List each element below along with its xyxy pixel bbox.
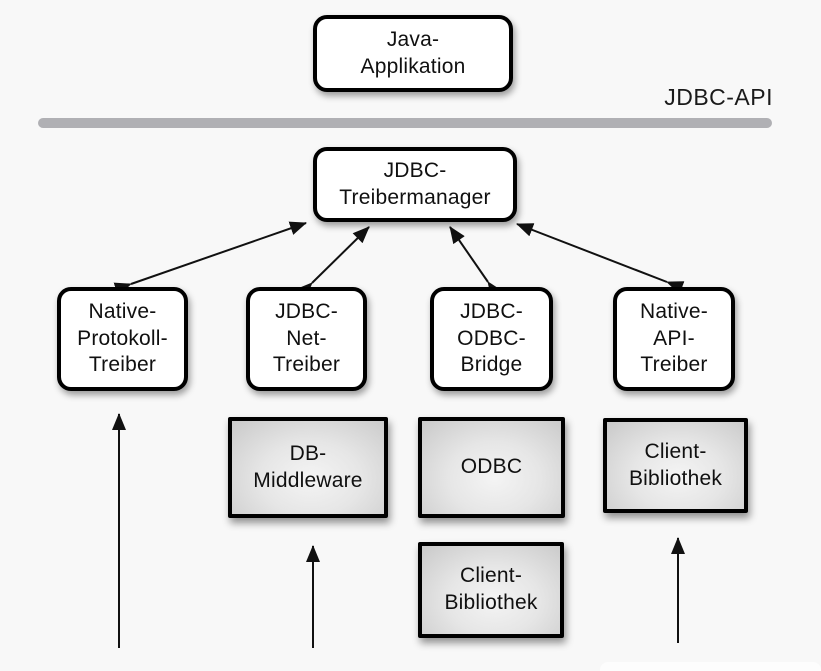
node-client-bibliothek-right: Client- Bibliothek	[603, 418, 748, 513]
api-separator-line	[38, 118, 772, 128]
node-label: ODBC	[460, 455, 523, 479]
node-label: JDBC- Treibermanager	[339, 158, 491, 209]
partial-box-bottom-right	[600, 662, 821, 671]
double-arrow-manager-odbc-bridge	[449, 226, 503, 300]
node-label: Client- Bibliothek	[628, 439, 723, 490]
node-label: Native- API- Treiber	[640, 299, 708, 377]
node-odbc: ODBC	[418, 417, 565, 518]
double-arrow-manager-net-treiber	[295, 226, 370, 300]
node-db-middleware: DB- Middleware	[228, 417, 388, 518]
node-native-protokoll-treiber: Native- Protokoll- Treiber	[57, 287, 188, 391]
node-label: DB- Middleware	[253, 441, 363, 492]
node-label: Client- Bibliothek	[444, 564, 538, 614]
double-arrow-manager-native-protokoll	[113, 221, 307, 296]
node-label: JDBC- ODBC- Bridge	[457, 299, 526, 377]
node-java-applikation: Java- Applikation	[313, 15, 513, 92]
node-client-bibliothek-bottom: Client- Bibliothek	[418, 542, 564, 638]
node-native-api-treiber: Native- API- Treiber	[613, 287, 735, 391]
double-arrow-manager-native-api	[516, 223, 685, 295]
node-jdbc-treibermanager: JDBC- Treibermanager	[313, 147, 517, 222]
node-label: JDBC- Net- Treiber	[272, 299, 341, 377]
node-jdbc-net-treiber: JDBC- Net- Treiber	[246, 287, 367, 391]
jdbc-api-label: JDBC-API	[664, 84, 773, 110]
node-label: Native- Protokoll- Treiber	[77, 299, 168, 377]
node-jdbc-odbc-bridge: JDBC- ODBC- Bridge	[430, 287, 553, 391]
node-label: Java- Applikation	[360, 27, 466, 78]
